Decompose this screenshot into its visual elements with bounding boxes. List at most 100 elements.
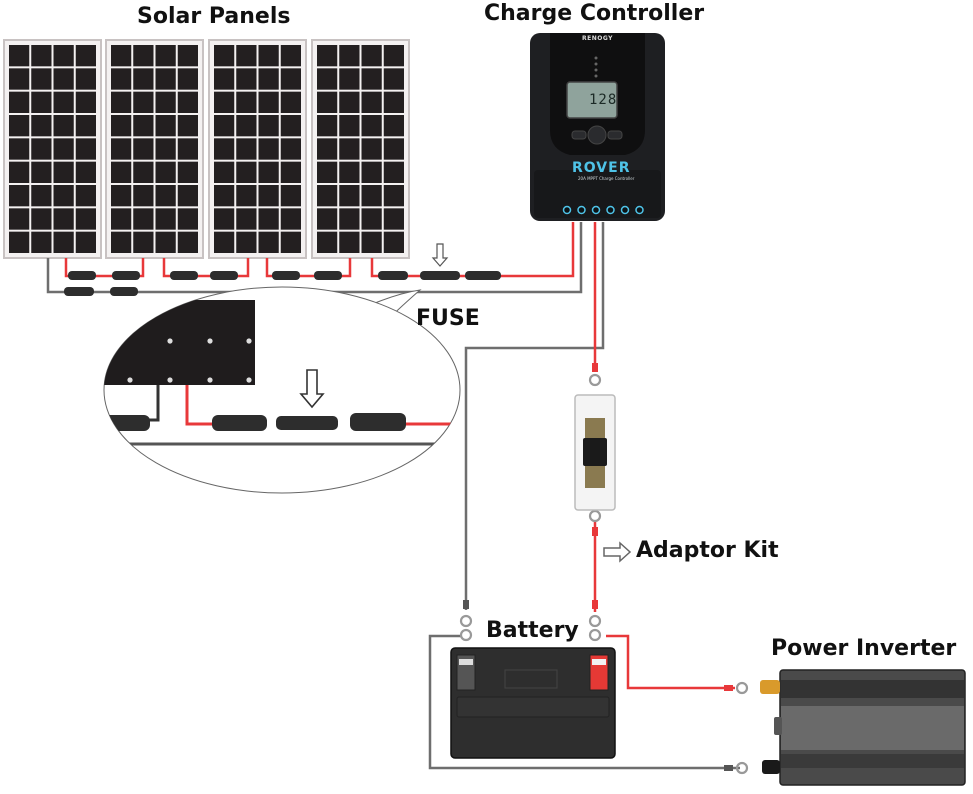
- solar-cell: [361, 231, 382, 253]
- solar-cell: [317, 138, 338, 160]
- battery-negative-wire: [464, 222, 605, 610]
- series-link-2: [162, 258, 250, 278]
- solar-cell: [177, 91, 198, 113]
- controller-terminal: [635, 205, 644, 215]
- series-link-3: [265, 258, 352, 278]
- solar-cell: [339, 68, 360, 90]
- solar-cell: [133, 161, 154, 183]
- lcd-screen: [566, 81, 618, 119]
- solar-cell: [236, 45, 257, 67]
- solar-cell: [258, 115, 279, 137]
- solar-cell: [258, 45, 279, 67]
- solar-cell: [75, 185, 96, 207]
- solar-cell: [258, 185, 279, 207]
- solar-cell: [383, 208, 404, 230]
- solar-cell: [111, 208, 132, 230]
- button-left[interactable]: [571, 130, 587, 140]
- controller-model: ROVER: [572, 160, 631, 176]
- solar-cell: [9, 115, 30, 137]
- solar-panel: [105, 39, 204, 259]
- solar-cell: [280, 161, 301, 183]
- solar-cell: [177, 161, 198, 183]
- solar-cell: [236, 91, 257, 113]
- power-inverter-label: Power Inverter: [771, 636, 957, 661]
- solar-cell: [236, 138, 257, 160]
- mc4-connector: [64, 287, 94, 296]
- solar-cell: [280, 68, 301, 90]
- mc4-connector: [272, 271, 300, 280]
- solar-cell: [111, 91, 132, 113]
- solar-cell: [361, 208, 382, 230]
- button-right[interactable]: [607, 130, 623, 140]
- controller-terminal: [591, 205, 601, 215]
- battery-wiring: [428, 222, 740, 770]
- battery-to-inverter-positive: [606, 634, 735, 690]
- mc4-connector: [68, 271, 96, 280]
- mc4-connector: [170, 271, 198, 280]
- solar-cell: [9, 91, 30, 113]
- controller-terminal: [620, 205, 630, 215]
- button-center[interactable]: [587, 125, 607, 145]
- solar-cell: [383, 115, 404, 137]
- solar-cell: [177, 68, 198, 90]
- solar-cell: [177, 138, 198, 160]
- solar-cell: [53, 45, 74, 67]
- solar-cell: [339, 208, 360, 230]
- fuse-label: FUSE: [416, 306, 480, 331]
- controller-model-subtitle: 20A MPPT Charge Controller: [578, 176, 635, 181]
- solar-cell: [339, 115, 360, 137]
- solar-cell: [258, 68, 279, 90]
- fuse-arrow-icon: [431, 243, 449, 267]
- solar-cell: [133, 208, 154, 230]
- solar-cell: [111, 45, 132, 67]
- zoomed-fuse-arrow-icon: [299, 369, 325, 409]
- solar-cell: [280, 115, 301, 137]
- solar-cell: [53, 208, 74, 230]
- solar-cell: [317, 115, 338, 137]
- solar-panel: [208, 39, 307, 259]
- solar-cell: [280, 185, 301, 207]
- solar-cell: [236, 231, 257, 253]
- solar-cell: [155, 185, 176, 207]
- solar-cell: [214, 231, 235, 253]
- solar-cell: [9, 185, 30, 207]
- mc4-connector: [378, 271, 408, 280]
- solar-cell: [339, 185, 360, 207]
- solar-cell: [133, 138, 154, 160]
- mc4-connector: [110, 287, 138, 296]
- solar-cell: [339, 91, 360, 113]
- solar-cell: [280, 45, 301, 67]
- solar-cell: [214, 138, 235, 160]
- solar-cell: [214, 115, 235, 137]
- solar-cell: [383, 231, 404, 253]
- solar-cell: [155, 91, 176, 113]
- solar-cell: [236, 161, 257, 183]
- solar-cell: [75, 208, 96, 230]
- solar-cell: [31, 68, 52, 90]
- solar-cell: [9, 208, 30, 230]
- solar-cell: [339, 161, 360, 183]
- adaptor-kit-label: Adaptor Kit: [636, 538, 779, 563]
- controller-brand: RENOGY: [582, 35, 613, 42]
- solar-cell: [339, 231, 360, 253]
- solar-cell: [317, 68, 338, 90]
- solar-cell: [53, 91, 74, 113]
- mc4-connector: [465, 271, 501, 280]
- controller-terminals: [562, 205, 644, 215]
- solar-cell: [383, 185, 404, 207]
- solar-cell: [133, 68, 154, 90]
- lcd-reading: 128: [589, 92, 618, 108]
- solar-cell: [53, 231, 74, 253]
- solar-cell: [361, 68, 382, 90]
- mc4-connector: [314, 271, 342, 280]
- solar-cell: [53, 138, 74, 160]
- solar-cell: [111, 231, 132, 253]
- charge-controller: [530, 33, 665, 221]
- solar-cell: [361, 138, 382, 160]
- solar-cell: [31, 91, 52, 113]
- solar-cell: [317, 91, 338, 113]
- solar-cell: [155, 138, 176, 160]
- solar-cell: [339, 138, 360, 160]
- solar-cell: [75, 231, 96, 253]
- solar-cell: [155, 161, 176, 183]
